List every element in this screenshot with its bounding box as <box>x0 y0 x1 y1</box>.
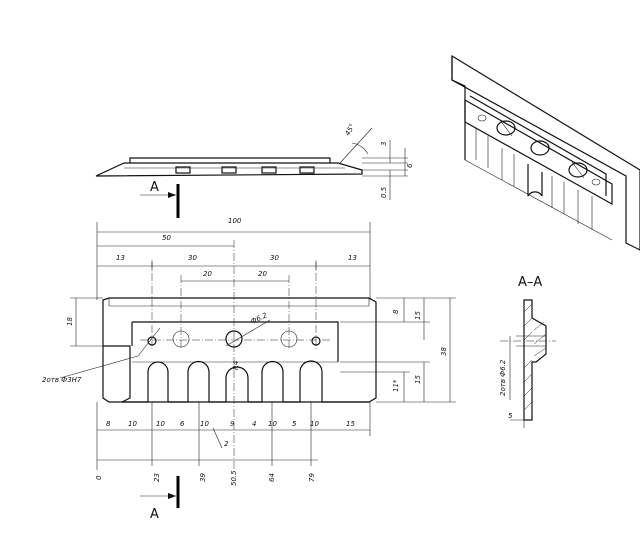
chain-dim: 10 <box>128 420 137 428</box>
dim-left-18: 18 <box>66 317 74 326</box>
label-center-hole: Ф6.2 <box>249 311 268 326</box>
ordinate-dims: 0 23 39 50.5 64 79 <box>95 470 316 486</box>
dim-small-2: 2 <box>224 440 229 448</box>
ordinate-dim: 39 <box>199 473 207 482</box>
chain-dim: 10 <box>310 420 319 428</box>
ordinate-dim: 64 <box>268 473 276 482</box>
dim-slot-11: 11* <box>392 379 400 392</box>
isometric-view <box>451 54 640 251</box>
label-two-holes: 2отв Ф3Н7 <box>42 376 82 384</box>
chain-dim: 15 <box>346 420 355 428</box>
ordinate-dim: 23 <box>153 473 161 482</box>
chain-dim: 8 <box>106 420 111 428</box>
section-view: A–A 2отв Ф6.2 5 <box>499 275 556 428</box>
dim-lower-15: 15 <box>414 375 422 384</box>
dim-side-3: 3 <box>380 142 388 146</box>
front-view: 2отв Ф3Н7 Ф6.2 R4 100 50 13 30 30 13 20 … <box>42 217 456 522</box>
ordinate-dim: 0 <box>95 475 103 480</box>
label-slot-radius: R4 <box>232 361 240 370</box>
dim-pitch-20-right: 20 <box>258 270 267 278</box>
ordinate-dim: 50.5 <box>230 470 238 486</box>
chain-dim: 10 <box>268 420 277 428</box>
side-view: 45° 3 6 0.5 A <box>95 122 414 218</box>
dim-edge-left-13: 13 <box>116 254 125 262</box>
dim-top-8: 8 <box>392 309 400 314</box>
dim-pitch-30-right: 30 <box>270 254 279 262</box>
dim-side-6: 6 <box>406 163 414 168</box>
chain-dim: 9 <box>230 420 235 428</box>
angle-45-label: 45° <box>344 122 357 137</box>
chain-dim: 10 <box>156 420 165 428</box>
section-label-top: A <box>150 180 159 195</box>
dim-edge-right-13: 13 <box>348 254 357 262</box>
dim-thickness-5: 5 <box>508 412 513 420</box>
label-section-holes: 2отв Ф6.2 <box>499 359 507 396</box>
chain-dim: 10 <box>200 420 209 428</box>
dim-pitch-20-left: 20 <box>203 270 212 278</box>
section-title: A–A <box>518 275 542 290</box>
bottom-chain-dims: 8 10 10 6 10 9 4 10 5 10 15 <box>106 420 355 428</box>
dim-overall-100: 100 <box>228 217 242 225</box>
chain-dim: 6 <box>180 420 185 428</box>
chain-dim: 4 <box>252 420 256 428</box>
ordinate-dim: 79 <box>308 473 316 482</box>
chain-dim: 5 <box>292 420 297 428</box>
dim-half-50: 50 <box>162 234 171 242</box>
section-label-bottom: A <box>150 507 159 522</box>
dim-side-05: 0.5 <box>380 186 388 198</box>
dim-upper-15: 15 <box>414 311 422 320</box>
dim-height-38: 38 <box>440 347 448 356</box>
dim-pitch-30-left: 30 <box>188 254 197 262</box>
